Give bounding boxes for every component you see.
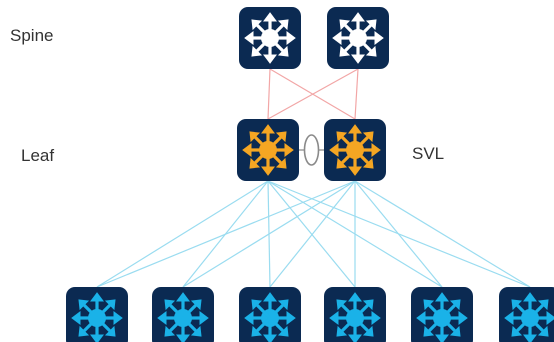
switch-icon [243, 11, 297, 65]
leaf-label: Leaf [21, 146, 55, 165]
svl-ring-icon [303, 134, 320, 166]
switch-icon [328, 123, 382, 177]
leaf-access-link [182, 180, 356, 288]
leaf-switch-2 [324, 119, 386, 181]
spine-label: Spine [10, 26, 54, 45]
switch-icon [243, 291, 297, 342]
leaf-access-link [354, 180, 443, 288]
leaf-access-link [269, 180, 356, 288]
leaf-switch-1 [237, 119, 299, 181]
svl-label: SVL [412, 144, 445, 163]
access-switch-2 [152, 287, 214, 342]
leaf-access-link [267, 180, 356, 288]
access-switch-6 [499, 287, 554, 342]
switch-nodes [66, 7, 554, 342]
access-switch-1 [66, 287, 128, 342]
access-switch-4 [324, 287, 386, 342]
access-switch-5 [411, 287, 473, 342]
link-lines [96, 68, 531, 288]
switch-icon [241, 123, 295, 177]
switch-icon [156, 291, 210, 342]
switch-icon [328, 291, 382, 342]
leaf-access-link [96, 180, 269, 288]
svl-link [299, 134, 324, 166]
spine-switch-2 [327, 7, 389, 69]
switch-icon [415, 291, 469, 342]
access-switch-3 [239, 287, 301, 342]
switch-icon [503, 291, 554, 342]
switch-icon [70, 291, 124, 342]
spine-leaf-link [354, 68, 359, 120]
leaf-access-link [354, 180, 531, 288]
spine-leaf-link [267, 68, 271, 120]
spine-switch-1 [239, 7, 301, 69]
switch-icon [331, 11, 385, 65]
leaf-access-link [96, 180, 356, 288]
spine-leaf-link [267, 68, 359, 120]
